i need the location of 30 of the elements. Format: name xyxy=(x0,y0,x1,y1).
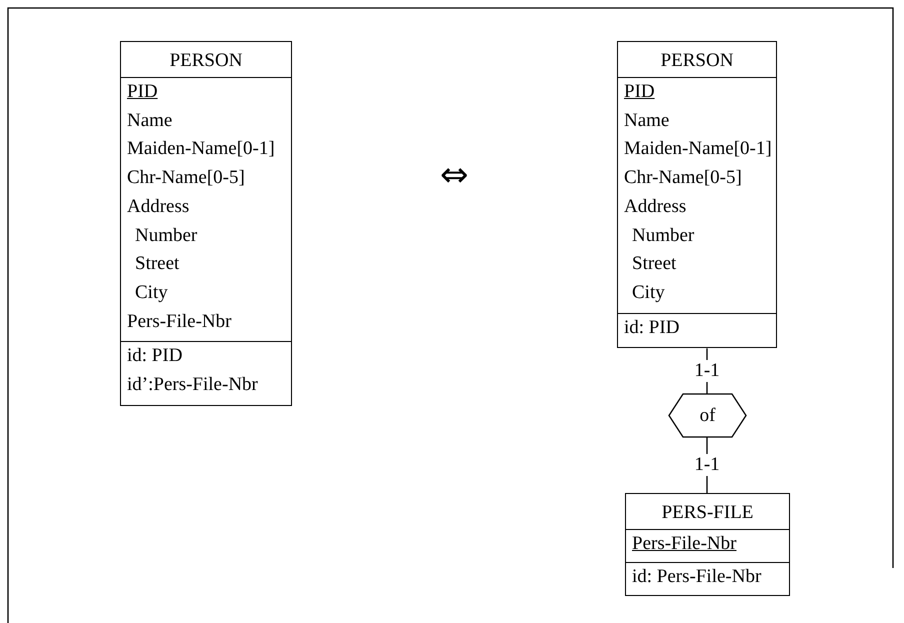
attribute-name: Pers-File-Nbr xyxy=(632,532,736,556)
attribute-name: Pers-File-Nbr xyxy=(127,310,232,334)
entity-box xyxy=(625,493,790,596)
relationship-name: of xyxy=(700,404,716,426)
attribute-name: Number xyxy=(632,224,694,248)
equivalence-symbol: ⇔ xyxy=(440,155,468,195)
identifier-text: id: PID xyxy=(127,344,182,368)
attribute-name: Street xyxy=(632,252,676,276)
identifier-text: id: Pers-File-Nbr xyxy=(632,565,762,589)
entity-box xyxy=(120,41,292,406)
attribute-name: Chr-Name[0-5] xyxy=(624,166,742,190)
attribute-name: City xyxy=(135,280,168,305)
entity-box xyxy=(617,41,777,348)
attribute-name: Name xyxy=(624,108,670,133)
attribute-name: Maiden-Name[0-1] xyxy=(624,137,772,162)
attribute-name: PID xyxy=(624,80,655,104)
identifier-text: id: PID xyxy=(624,316,680,340)
attribute-name: Number xyxy=(135,224,198,248)
entity-name: PERS-FILE xyxy=(662,502,754,523)
attribute-name: PID xyxy=(127,80,158,104)
attribute-name: Address xyxy=(624,194,686,219)
attribute-name: Chr-Name[0-5] xyxy=(127,166,245,190)
entity-name: PERSON xyxy=(660,50,734,71)
attribute-name: Name xyxy=(127,108,172,133)
attribute-name: City xyxy=(632,280,665,305)
attribute-name: Street xyxy=(135,252,180,276)
attribute-name: Address xyxy=(127,194,190,219)
attribute-name: Maiden-Name[0-1] xyxy=(127,137,275,162)
identifier-text: id’:Pers-File-Nbr xyxy=(127,373,258,398)
entity-name: PERSON xyxy=(170,50,242,71)
